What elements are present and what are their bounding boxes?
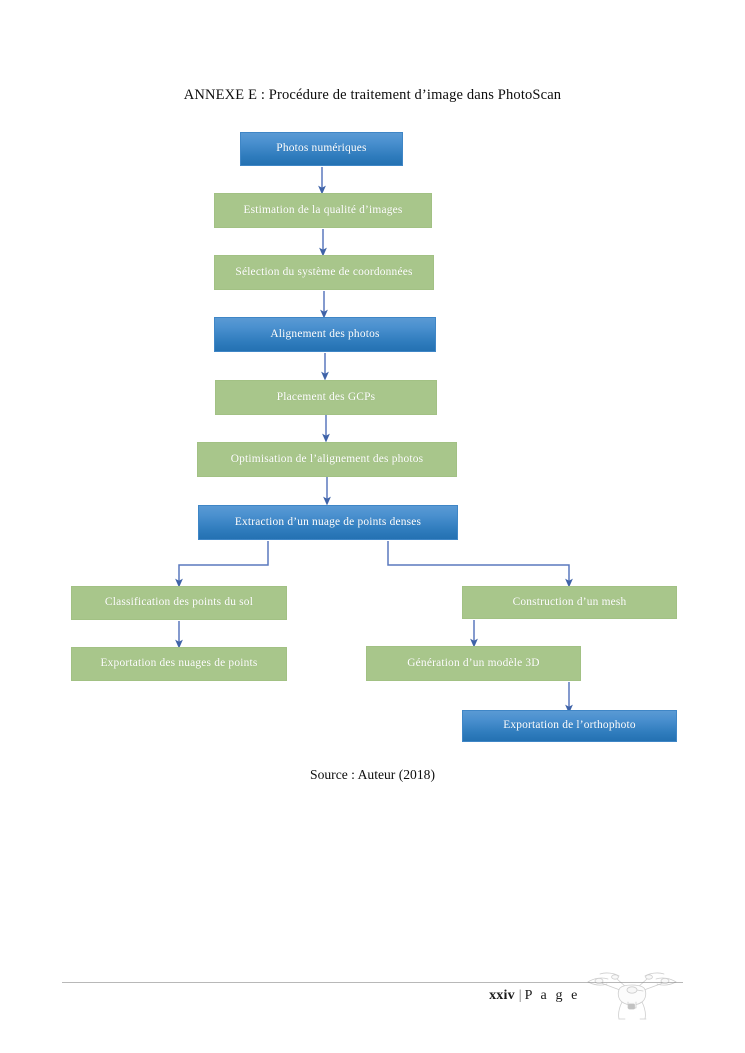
flow-node-selection-systeme-coordonnees[interactable]: Sélection du système de coordonnées xyxy=(214,255,434,290)
footer-divider xyxy=(62,982,683,983)
footer-page-number: xxiv|P a g e xyxy=(420,988,580,1004)
flow-node-extraction-nuage-points-denses[interactable]: Extraction d’un nuage de points denses xyxy=(198,505,458,540)
source-caption: Source : Auteur (2018) xyxy=(310,767,435,782)
flow-node-alignement-photos[interactable]: Alignement des photos xyxy=(214,317,436,352)
drone-icon xyxy=(587,972,677,1020)
footer-roman-numeral: xxiv xyxy=(489,988,515,1003)
flow-node-estimation-qualite[interactable]: Estimation de la qualité d’images xyxy=(214,193,432,228)
page-title: ANNEXE E : Procédure de traitement d’ima… xyxy=(183,87,562,103)
flow-node-exportation-nuages-points[interactable]: Exportation des nuages de points xyxy=(71,647,287,681)
flow-node-photos-numeriques[interactable]: Photos numériques xyxy=(240,132,403,166)
flow-node-classification-points-sol[interactable]: Classification des points du sol xyxy=(71,586,287,620)
footer-page-label: P a g e xyxy=(524,988,580,1003)
footer-separator: | xyxy=(518,988,522,1003)
flow-node-placement-gcps[interactable]: Placement des GCPs xyxy=(215,380,437,415)
flow-node-construction-mesh[interactable]: Construction d’un mesh xyxy=(462,586,677,619)
flow-node-generation-modele-3d[interactable]: Génération d’un modèle 3D xyxy=(366,646,581,681)
flow-node-exportation-orthophoto[interactable]: Exportation de l’orthophoto xyxy=(462,710,677,742)
flow-node-optimisation-alignement[interactable]: Optimisation de l’alignement des photos xyxy=(197,442,457,477)
